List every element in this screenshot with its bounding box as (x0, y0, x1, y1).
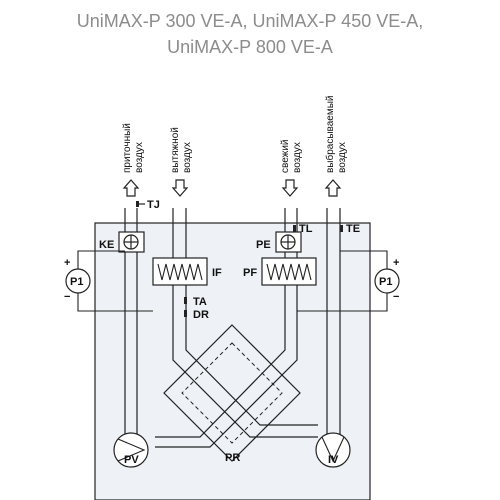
sensor-tj: TJ (136, 199, 160, 211)
sensor-te: TE (340, 223, 360, 235)
heater-pe: PE (256, 231, 302, 253)
label-p1-right: P1 (379, 276, 392, 288)
label-dr: DR (193, 309, 209, 321)
pressure-sensor-right: P1 + − (297, 250, 400, 312)
heater-ke: KE (99, 231, 145, 253)
extract-air-line1: вытяжной (170, 127, 181, 173)
label-p1-left: P1 (70, 276, 83, 288)
label-ta: TA (193, 296, 207, 308)
label-ke: KE (99, 239, 114, 251)
filter-pf: PF (243, 257, 317, 286)
supply-air-line2: воздух (134, 142, 145, 173)
exhaust-arrow-up (324, 179, 342, 197)
label-te: TE (346, 223, 360, 235)
label-pf: PF (243, 267, 257, 279)
plus-right: + (393, 257, 399, 269)
fresh-air-line2: воздух (292, 142, 303, 173)
minus-right: − (393, 291, 399, 303)
exhaust-duct (326, 208, 341, 437)
supply-arrow-up (122, 179, 140, 197)
fresh-air-line1: свежий (280, 139, 291, 173)
title-line-2: UniMAX-P 800 VE-A (167, 37, 333, 57)
sensor-dr: DR (184, 309, 209, 321)
label-tl: TL (299, 223, 313, 235)
sensor-tl: TL (293, 223, 313, 235)
fresh-arrow-down (281, 179, 299, 197)
extract-air-line2: воздух (182, 142, 193, 173)
heat-exchanger (163, 324, 301, 462)
extract-arrow-down (171, 179, 189, 197)
label-pv: PV (124, 454, 139, 466)
filter-if: IF (152, 257, 222, 286)
sensor-ta: TA (184, 296, 207, 308)
exhaust-air-line2: воздух (337, 142, 348, 173)
label-pr: PR (225, 452, 240, 464)
fan-iv: IV (315, 432, 351, 468)
duct-arrows (122, 179, 342, 197)
label-tj: TJ (147, 199, 160, 211)
plus-left: + (64, 257, 70, 269)
minus-left: − (64, 291, 70, 303)
pressure-sensor-left: P1 + − (64, 250, 153, 312)
title-line-1: UniMAX-P 300 VE-A, UniMAX-P 450 VE-A, (76, 11, 424, 31)
label-iv: IV (328, 454, 339, 466)
supply-air-line1: приточный (122, 123, 133, 173)
exhaust-air-line1: выбрасываемый (324, 95, 336, 173)
label-pe: PE (256, 239, 271, 251)
fan-pv: PV (113, 432, 149, 468)
label-if: IF (212, 267, 222, 279)
